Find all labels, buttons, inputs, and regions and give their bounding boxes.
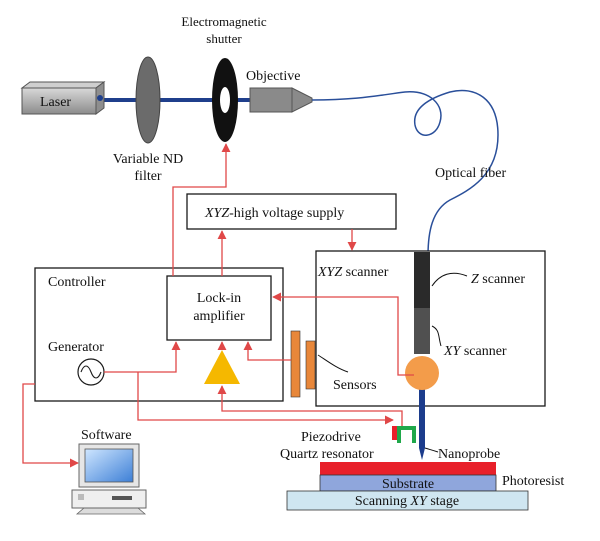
- sensor-plate-left: [290, 330, 301, 398]
- wire-resonator-to-amplifier: [217, 385, 403, 428]
- nanoprobe-label: Nanoprobe: [438, 447, 500, 462]
- objective-icon: [249, 87, 313, 113]
- wire-controller-to-shutter: [172, 143, 231, 276]
- computer-icon: [71, 443, 147, 515]
- xyz-scanner-italic: XYZ: [317, 265, 342, 280]
- hv-supply-label: XYZ-high voltage supply: [204, 206, 344, 221]
- stage-suffix: stage: [427, 494, 459, 509]
- optical-fiber: [311, 89, 499, 257]
- lockin-label-line2: amplifier: [193, 309, 245, 324]
- piezodrive-block: [392, 426, 397, 440]
- hv-supply-box: [186, 193, 397, 230]
- quartz-resonator-label: Quartz resonator: [280, 447, 374, 462]
- amplifier-triangle-icon: [204, 350, 240, 384]
- nanoprobe-rod: [419, 385, 425, 448]
- nanoprobe-pointer: [424, 447, 439, 453]
- wire-sensors-to-lockin: [243, 341, 291, 361]
- wire-generator-to-piezo: [137, 372, 394, 425]
- wire-scanner-to-lockin: [272, 292, 414, 376]
- photoresist-label: Photoresist: [502, 474, 564, 489]
- scanning-stage-label: Scanning XY stage: [355, 494, 459, 509]
- z-scanner-italic: Z: [471, 272, 479, 287]
- nanoprobe-tip: [419, 448, 425, 460]
- piezodrive-label: Piezodrive: [301, 430, 361, 445]
- substrate-label: Substrate: [382, 477, 434, 492]
- quartz-resonator-fork: [397, 426, 416, 443]
- hv-supply-rest: -high voltage supply: [229, 206, 344, 221]
- laser-icon: [20, 81, 106, 115]
- sensors-pointer: [317, 354, 349, 373]
- xy-scanner-label: XY scanner: [443, 344, 507, 359]
- xy-scanner-rest: scanner: [460, 344, 507, 359]
- optical-fiber-label: Optical fiber: [435, 166, 506, 181]
- nd-filter-label-line1: Variable ND: [113, 152, 183, 167]
- sine-wave-icon: [77, 358, 105, 386]
- shutter-label-line2: shutter: [206, 31, 242, 46]
- sensor-plate-right: [305, 340, 316, 390]
- z-scanner-label: Z scanner: [471, 272, 525, 287]
- objective-label: Objective: [246, 69, 300, 84]
- lockin-label-line1: Lock-in: [197, 291, 241, 306]
- laser-label: Laser: [40, 95, 71, 110]
- photoresist-layer: [320, 462, 496, 475]
- xyz-scanner-rest: scanner: [342, 265, 389, 280]
- controller-label: Controller: [48, 275, 106, 290]
- stage-prefix: Scanning: [355, 494, 411, 509]
- sensor-ball: [405, 356, 439, 390]
- nd-filter-icon: [135, 56, 161, 144]
- lockin-amplifier-box: [166, 275, 272, 341]
- xy-scanner-column: [414, 308, 430, 354]
- xy-scanner-italic: XY: [443, 344, 463, 359]
- z-scanner-column: [414, 252, 430, 308]
- nd-filter-label-line2: filter: [134, 169, 162, 184]
- software-label: Software: [81, 428, 132, 443]
- z-scanner-pointer: [431, 272, 468, 287]
- shutter-label-line1: Electromagnetic: [181, 14, 266, 29]
- scanning-stage: [286, 490, 529, 511]
- wire-generator-to-lockin: [104, 341, 181, 373]
- generator-label: Generator: [48, 340, 104, 355]
- stage-italic: XY: [410, 494, 430, 509]
- xy-scanner-pointer: [431, 325, 442, 347]
- wire-controller-to-software: [22, 383, 79, 468]
- sensors-label: Sensors: [333, 378, 377, 393]
- shutter-icon: [212, 58, 238, 142]
- z-scanner-rest: scanner: [479, 272, 526, 287]
- hv-supply-italic: XYZ: [204, 206, 229, 221]
- xyz-scanner-label: XYZ scanner: [317, 265, 389, 280]
